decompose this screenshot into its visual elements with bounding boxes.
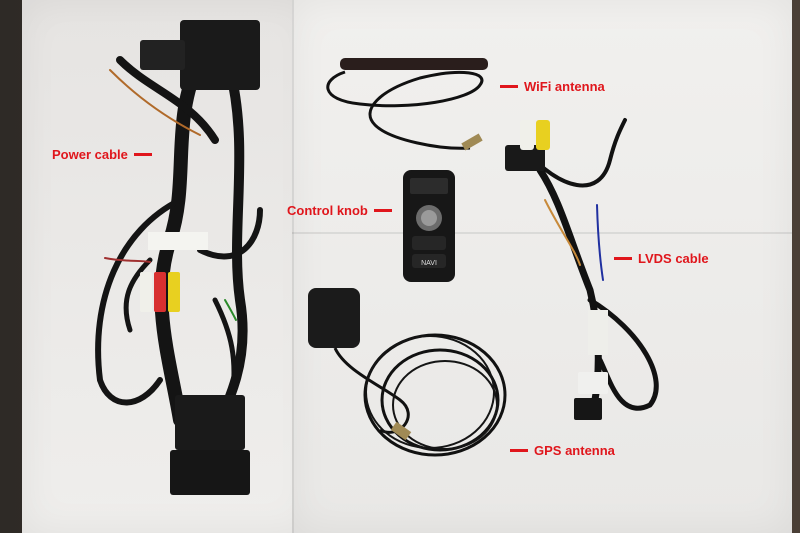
callout-dash bbox=[373, 209, 392, 212]
power-connector-small bbox=[140, 40, 185, 70]
wifi-antenna bbox=[326, 58, 488, 151]
gps-antenna bbox=[308, 288, 507, 457]
gps-antenna-callout: GPS antenna bbox=[510, 443, 615, 458]
foam-board-right bbox=[292, 0, 792, 533]
control-knob-callout: Control knob bbox=[287, 203, 392, 218]
lvds-connector-top bbox=[505, 145, 545, 171]
control-knob-label: Control knob bbox=[287, 203, 368, 218]
control-knob-device bbox=[403, 170, 455, 282]
foam-seam-horizontal bbox=[292, 232, 792, 234]
callout-dash bbox=[133, 153, 152, 156]
rca-plug-red bbox=[154, 272, 166, 312]
power-connector-bottom bbox=[175, 395, 245, 450]
wifi-antenna-label: WiFi antenna bbox=[524, 79, 605, 94]
power-connector-top bbox=[180, 20, 260, 90]
lvds-cable bbox=[523, 118, 659, 411]
lvds-rca-yellow bbox=[536, 120, 550, 150]
navi-button-label: NAVI bbox=[421, 260, 437, 267]
power-cable-label: Power cable bbox=[52, 147, 128, 162]
callout-dash bbox=[614, 257, 632, 260]
lvds-rca-white bbox=[520, 120, 534, 150]
callout-dash bbox=[510, 449, 528, 452]
wifi-antenna-callout: WiFi antenna bbox=[500, 79, 605, 94]
callout-dash bbox=[500, 85, 518, 88]
rca-plug-yellow bbox=[168, 272, 180, 312]
lvds-sleeve-label bbox=[588, 310, 608, 355]
foam-seam bbox=[292, 0, 294, 533]
power-cable-callout: Power cable bbox=[52, 147, 152, 162]
lvds-connector-black bbox=[574, 398, 602, 420]
rca-plug-white bbox=[140, 272, 152, 312]
gps-antenna-label: GPS antenna bbox=[534, 443, 615, 458]
harness-tag bbox=[148, 232, 208, 250]
lvds-connector-white bbox=[578, 372, 608, 394]
power-connector-plug bbox=[170, 450, 250, 495]
lvds-cable-callout: LVDS cable bbox=[614, 251, 709, 266]
lvds-cable-label: LVDS cable bbox=[638, 251, 709, 266]
